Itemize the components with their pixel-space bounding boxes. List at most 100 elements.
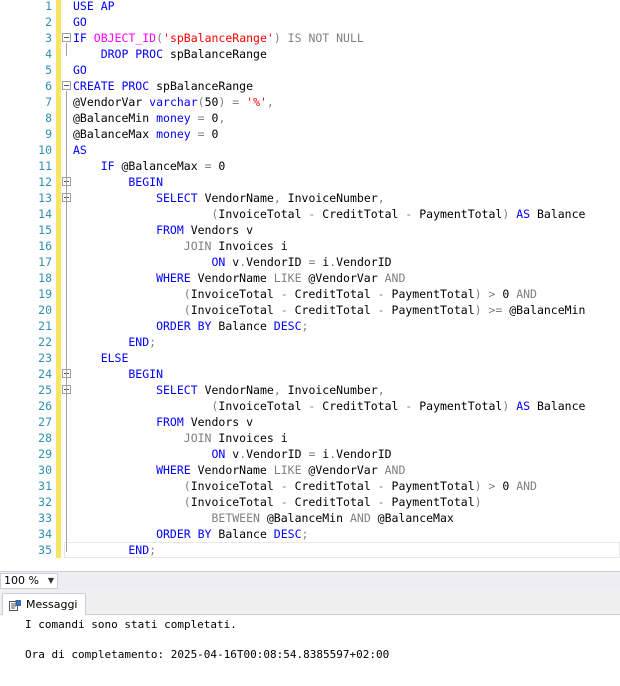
code-token: InvoiceTotal bbox=[190, 495, 281, 509]
code-token: InvoiceTotal bbox=[190, 479, 281, 493]
code-text: AS bbox=[73, 142, 87, 158]
line-number: 17 bbox=[38, 255, 52, 269]
code-token: VendorName bbox=[204, 383, 274, 397]
code-line[interactable]: 12 BEGIN bbox=[0, 174, 620, 190]
outlining-guide bbox=[66, 43, 67, 56]
code-line[interactable]: 35 END; bbox=[0, 542, 620, 558]
code-line[interactable]: 15 FROM Vendors v bbox=[0, 222, 620, 238]
code-line[interactable]: 11 IF @BalanceMax = 0 bbox=[0, 158, 620, 174]
code-token: 'spBalanceRange' bbox=[163, 31, 274, 45]
code-token: ( bbox=[73, 399, 219, 413]
code-token: i bbox=[322, 447, 330, 461]
line-number: 14 bbox=[38, 207, 52, 221]
collapse-icon[interactable] bbox=[62, 81, 71, 90]
zoom-dropdown[interactable]: 100 % ▼ bbox=[0, 573, 58, 589]
code-token: WHERE bbox=[73, 271, 198, 285]
code-token: VendorName bbox=[197, 271, 274, 285]
code-text: DROP PROC spBalanceRange bbox=[73, 46, 267, 62]
code-token: i bbox=[322, 255, 330, 269]
code-line[interactable]: 16 JOIN Invoices i bbox=[0, 238, 620, 254]
code-line[interactable]: 8@BalanceMin money = 0, bbox=[0, 110, 620, 126]
code-token: ; bbox=[149, 543, 157, 557]
code-token: @BalanceMin bbox=[266, 511, 350, 525]
code-line[interactable]: 26 (InvoiceTotal - CreditTotal - Payment… bbox=[0, 398, 620, 414]
code-token: ) bbox=[502, 207, 517, 221]
tab-messages[interactable]: Messaggi bbox=[2, 593, 87, 615]
code-token: ( bbox=[73, 287, 191, 301]
code-token: CreditTotal bbox=[322, 399, 406, 413]
code-line[interactable]: 17 ON v.VendorID = i.VendorID bbox=[0, 254, 620, 270]
code-token: VendorName bbox=[197, 463, 274, 477]
zoom-value: 100 % bbox=[4, 574, 39, 587]
code-line[interactable]: 21 ORDER BY Balance DESC; bbox=[0, 318, 620, 334]
code-line[interactable]: 14 (InvoiceTotal - CreditTotal - Payment… bbox=[0, 206, 620, 222]
line-number: 7 bbox=[45, 95, 52, 109]
code-token: Balance bbox=[218, 319, 274, 333]
code-token: AND bbox=[384, 271, 406, 285]
code-token: . bbox=[239, 255, 247, 269]
code-line[interactable]: 13 SELECT VendorName, InvoiceNumber, bbox=[0, 190, 620, 206]
outlining-guide bbox=[66, 395, 67, 536]
code-token: WHERE bbox=[73, 463, 198, 477]
code-token: PaymentTotal bbox=[391, 495, 475, 509]
message-completed: I comandi sono stati completati. bbox=[25, 618, 237, 631]
code-line[interactable]: 4 DROP PROC spBalanceRange bbox=[0, 46, 620, 62]
code-token: ( bbox=[73, 207, 219, 221]
code-line[interactable]: 28 JOIN Invoices i bbox=[0, 430, 620, 446]
code-line[interactable]: 24 BEGIN bbox=[0, 366, 620, 382]
results-pane: Messaggi I comandi sono stati completati… bbox=[0, 590, 620, 686]
code-line[interactable]: 18 WHERE VendorName LIKE @VendorVar AND bbox=[0, 270, 620, 286]
code-token: 50 bbox=[204, 95, 219, 109]
line-number: 16 bbox=[38, 239, 52, 253]
code-token: VendorID bbox=[246, 255, 309, 269]
code-line[interactable]: 7@VendorVar varchar(50) = '%', bbox=[0, 94, 620, 110]
line-number: 8 bbox=[45, 111, 52, 125]
code-token: AND bbox=[516, 287, 537, 301]
code-line[interactable]: 9@BalanceMax money = 0 bbox=[0, 126, 620, 142]
code-line[interactable]: 34 ORDER BY Balance DESC; bbox=[0, 526, 620, 542]
line-number: 27 bbox=[38, 415, 52, 429]
code-token: JOIN bbox=[73, 431, 219, 445]
code-token: - bbox=[405, 207, 420, 221]
code-text: (InvoiceTotal - CreditTotal - PaymentTot… bbox=[73, 302, 586, 318]
code-line[interactable]: 27 FROM Vendors v bbox=[0, 414, 620, 430]
line-number: 26 bbox=[38, 399, 52, 413]
code-token: - bbox=[280, 479, 295, 493]
code-token: ORDER BY bbox=[73, 527, 219, 541]
chevron-down-icon[interactable]: ▼ bbox=[47, 576, 54, 585]
line-number-gutter bbox=[0, 0, 54, 570]
collapse-icon[interactable] bbox=[62, 33, 71, 42]
code-line[interactable]: 22 END; bbox=[0, 334, 620, 350]
code-token: Invoices i bbox=[218, 431, 288, 445]
code-token: . bbox=[239, 447, 247, 461]
code-token: money bbox=[156, 127, 191, 141]
code-line[interactable]: 29 ON v.VendorID = i.VendorID bbox=[0, 446, 620, 462]
code-line[interactable]: 20 (InvoiceTotal - CreditTotal - Payment… bbox=[0, 302, 620, 318]
code-token: PaymentTotal bbox=[391, 303, 475, 317]
code-line[interactable]: 25 SELECT VendorName, InvoiceNumber, bbox=[0, 382, 620, 398]
code-token: Balance bbox=[536, 399, 586, 413]
code-token: - bbox=[280, 303, 295, 317]
code-line[interactable]: 30 WHERE VendorName LIKE @VendorVar AND bbox=[0, 462, 620, 478]
code-line[interactable]: 19 (InvoiceTotal - CreditTotal - Payment… bbox=[0, 286, 620, 302]
line-number: 5 bbox=[45, 63, 52, 77]
code-line[interactable]: 32 (InvoiceTotal - CreditTotal - Payment… bbox=[0, 494, 620, 510]
line-number: 6 bbox=[45, 79, 52, 93]
line-number: 19 bbox=[38, 287, 52, 301]
code-line[interactable]: 31 (InvoiceTotal - CreditTotal - Payment… bbox=[0, 478, 620, 494]
code-line[interactable]: 33 BETWEEN @BalanceMin AND @BalanceMax bbox=[0, 510, 620, 526]
code-text: GO bbox=[73, 14, 87, 30]
code-token: IF bbox=[73, 159, 122, 173]
code-line[interactable]: 23 ELSE bbox=[0, 350, 620, 366]
code-text: ORDER BY Balance DESC; bbox=[73, 526, 308, 542]
code-token: AS bbox=[73, 143, 87, 157]
code-token: - bbox=[405, 399, 420, 413]
code-token: . bbox=[329, 255, 337, 269]
